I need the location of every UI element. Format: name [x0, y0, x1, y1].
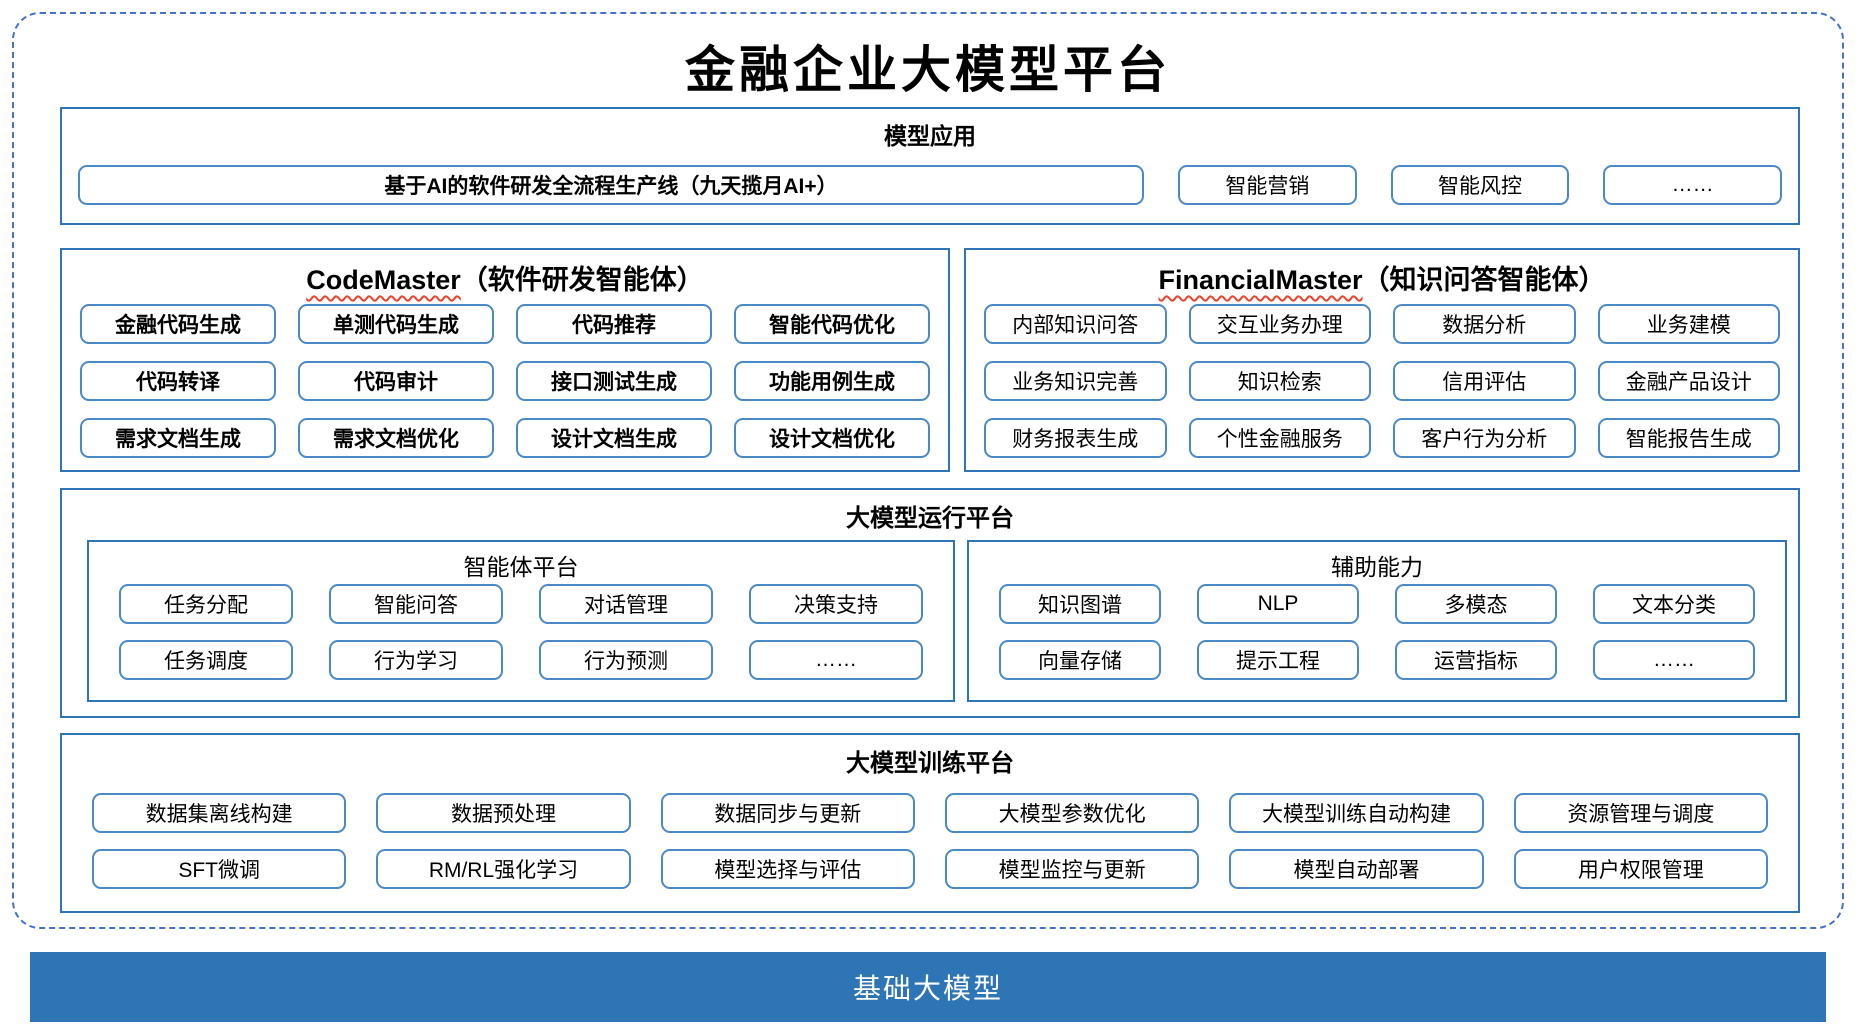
agent-platform-item: 任务分配 — [119, 584, 293, 624]
auxiliary-item: NLP — [1197, 584, 1359, 624]
runtime-platform-title: 大模型运行平台 — [846, 505, 1014, 532]
training-item: 资源管理与调度 — [1513, 793, 1768, 833]
training-item: 数据同步与更新 — [660, 793, 915, 833]
app-item-box: 智能风控 — [1390, 165, 1570, 205]
codemaster-item: 需求文档优化 — [298, 418, 494, 458]
agent-platform-item: 任务调度 — [119, 640, 293, 680]
financialmaster-grid: 内部知识问答 交互业务办理 数据分析 业务建模 业务知识完善 知识检索 信用评估… — [966, 298, 1798, 458]
app-item-box: 智能营销 — [1178, 165, 1357, 205]
agent-platform-item: 行为预测 — [539, 640, 713, 680]
training-item: 数据集离线构建 — [92, 793, 347, 833]
training-item: SFT微调 — [92, 849, 347, 889]
auxiliary-item: 知识图谱 — [999, 584, 1161, 624]
training-item: 模型监控与更新 — [944, 849, 1200, 889]
financialmaster-item: 智能报告生成 — [1597, 418, 1780, 458]
codemaster-item: 功能用例生成 — [734, 361, 930, 401]
model-application-row: 基于AI的软件研发全流程生产线（九天揽月AI+） 智能营销 智能风控 …… — [78, 165, 1783, 205]
runtime-platform-section: 大模型运行平台 智能体平台 任务分配 智能问答 对话管理 决策支持 任务调度 行… — [60, 488, 1800, 718]
financialmaster-item: 交互业务办理 — [1188, 304, 1371, 344]
codemaster-item: 代码转译 — [80, 361, 276, 401]
codemaster-name-zh: （软件研发智能体） — [460, 265, 704, 295]
codemaster-item: 智能代码优化 — [734, 304, 930, 344]
agent-platform-panel: 智能体平台 任务分配 智能问答 对话管理 决策支持 任务调度 行为学习 行为预测… — [87, 540, 955, 702]
auxiliary-item: …… — [1593, 640, 1755, 680]
financialmaster-item: 个性金融服务 — [1188, 418, 1371, 458]
training-item: 用户权限管理 — [1513, 849, 1768, 889]
codemaster-item: 设计文档优化 — [734, 418, 930, 458]
auxiliary-item: 多模态 — [1395, 584, 1557, 624]
training-item: 模型自动部署 — [1229, 849, 1484, 889]
financialmaster-item: 业务知识完善 — [984, 361, 1167, 401]
auxiliary-panel: 辅助能力 知识图谱 NLP 多模态 文本分类 向量存储 提示工程 运营指标 …… — [967, 540, 1787, 702]
foundation-model-label: 基础大模型 — [852, 973, 1003, 1004]
agent-platform-grid: 任务分配 智能问答 对话管理 决策支持 任务调度 行为学习 行为预测 …… — [89, 582, 953, 680]
training-item: 数据预处理 — [376, 793, 631, 833]
training-platform-grid: 数据集离线构建 数据预处理 数据同步与更新 大模型参数优化 大模型训练自动构建 … — [92, 793, 1768, 889]
codemaster-item: 单测代码生成 — [298, 304, 494, 344]
codemaster-item: 需求文档生成 — [80, 418, 276, 458]
page-title: 金融企业大模型平台 — [685, 40, 1171, 99]
app-item-box: …… — [1603, 165, 1783, 205]
agent-platform-item: 智能问答 — [329, 584, 503, 624]
training-platform-section: 大模型训练平台 数据集离线构建 数据预处理 数据同步与更新 大模型参数优化 大模… — [60, 733, 1800, 913]
codemaster-item: 代码审计 — [298, 361, 494, 401]
financialmaster-item: 信用评估 — [1393, 361, 1576, 401]
financialmaster-item: 数据分析 — [1393, 304, 1576, 344]
financialmaster-panel: FinancialMaster（知识问答智能体） 内部知识问答 交互业务办理 数… — [964, 248, 1800, 472]
financialmaster-title: FinancialMaster（知识问答智能体） — [966, 258, 1798, 298]
financialmaster-name-en: FinancialMaster — [1158, 265, 1363, 295]
financialmaster-item: 内部知识问答 — [984, 304, 1167, 344]
training-item: RM/RL强化学习 — [376, 849, 631, 889]
auxiliary-item: 向量存储 — [999, 640, 1161, 680]
model-application-section: 模型应用 基于AI的软件研发全流程生产线（九天揽月AI+） 智能营销 智能风控 … — [60, 107, 1800, 225]
codemaster-item: 接口测试生成 — [516, 361, 712, 401]
auxiliary-title: 辅助能力 — [1331, 554, 1423, 580]
training-item: 大模型参数优化 — [944, 793, 1200, 833]
training-item: 大模型训练自动构建 — [1229, 793, 1484, 833]
auxiliary-item: 运营指标 — [1395, 640, 1557, 680]
codemaster-name-en: CodeMaster — [306, 265, 461, 295]
agent-platform-title: 智能体平台 — [463, 554, 579, 580]
codemaster-item: 金融代码生成 — [80, 304, 276, 344]
foundation-model-bar: 基础大模型 — [30, 952, 1826, 1022]
auxiliary-grid: 知识图谱 NLP 多模态 文本分类 向量存储 提示工程 运营指标 …… — [969, 582, 1785, 680]
codemaster-item: 设计文档生成 — [516, 418, 712, 458]
financialmaster-name-zh: （知识问答智能体） — [1362, 265, 1606, 295]
agent-platform-item: 决策支持 — [749, 584, 923, 624]
financialmaster-item: 客户行为分析 — [1393, 418, 1576, 458]
agent-platform-item: 行为学习 — [329, 640, 503, 680]
agent-platform-item: …… — [749, 640, 923, 680]
financialmaster-item: 财务报表生成 — [984, 418, 1167, 458]
model-application-title: 模型应用 — [884, 123, 976, 149]
codemaster-item: 代码推荐 — [516, 304, 712, 344]
pipeline-box: 基于AI的软件研发全流程生产线（九天揽月AI+） — [78, 165, 1144, 205]
codemaster-grid: 金融代码生成 单测代码生成 代码推荐 智能代码优化 代码转译 代码审计 接口测试… — [62, 298, 948, 458]
financialmaster-item: 知识检索 — [1188, 361, 1371, 401]
auxiliary-item: 提示工程 — [1197, 640, 1359, 680]
training-item: 模型选择与评估 — [660, 849, 915, 889]
codemaster-title: CodeMaster（软件研发智能体） — [62, 258, 948, 298]
financialmaster-item: 金融产品设计 — [1597, 361, 1780, 401]
codemaster-panel: CodeMaster（软件研发智能体） 金融代码生成 单测代码生成 代码推荐 智… — [60, 248, 950, 472]
training-platform-title: 大模型训练平台 — [846, 750, 1014, 777]
auxiliary-item: 文本分类 — [1593, 584, 1755, 624]
agent-platform-item: 对话管理 — [539, 584, 713, 624]
financialmaster-item: 业务建模 — [1597, 304, 1780, 344]
